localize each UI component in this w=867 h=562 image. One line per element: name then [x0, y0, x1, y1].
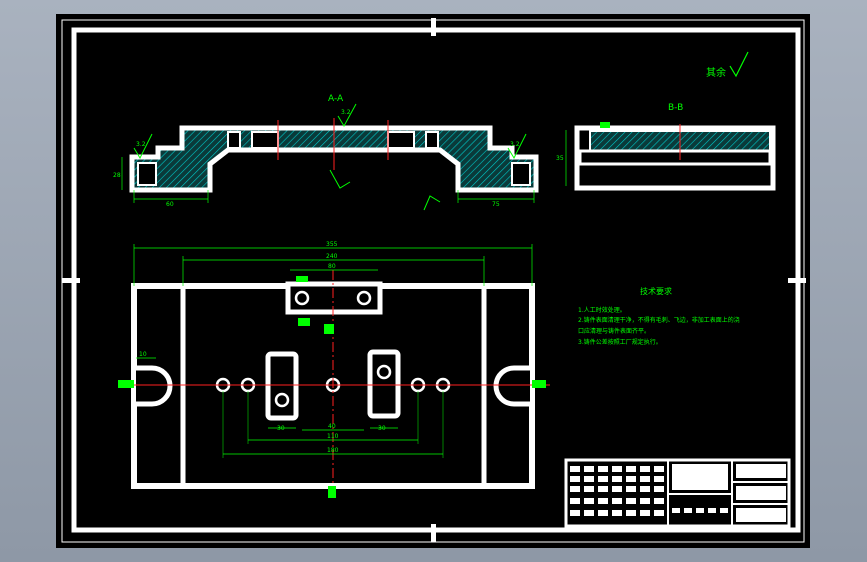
plan-left-u-slot [136, 365, 173, 407]
roughness-other-note: 其余 [706, 51, 749, 79]
aa-cut-1 [227, 131, 241, 149]
section-bb-view: B-B 35 [556, 103, 776, 191]
roughness-other-text: 其余 [706, 66, 726, 79]
roughness-symbol-left [133, 133, 153, 160]
tb-cell-a [736, 464, 786, 478]
tech-req-item-2: 2.铸件表面清理干净，不得有毛刺、飞边，非加工表面上的浇 [578, 316, 740, 324]
dim-slot-w-right: 30 [378, 425, 386, 432]
roughness-symbol-top [337, 103, 357, 128]
aa-cut-left-foot [137, 162, 157, 186]
dim-top-slot: 80 [328, 263, 336, 270]
hole-slot-left [274, 392, 290, 408]
dim-left-flange: 60 [166, 201, 174, 208]
hole-top-right [356, 290, 372, 306]
center-mark-left [62, 278, 80, 283]
dim-side-height: 28 [113, 172, 121, 179]
marker-left [118, 380, 134, 388]
section-aa-label: A-A [328, 94, 344, 104]
aa-cut-4 [425, 131, 439, 149]
tech-req-item-4: 3.铸件公差按照工厂规定执行。 [578, 338, 662, 346]
tb-name-cell [672, 464, 728, 490]
dim-notch: 10 [139, 351, 147, 358]
center-mark-bottom [431, 524, 436, 542]
aa-cut-3 [387, 131, 415, 149]
hole-top-left [294, 290, 310, 306]
plan-view: 355 240 80 10 30 30 40 110 180 [118, 241, 550, 498]
marker-top [296, 276, 308, 282]
roughness-symbol-lower [423, 195, 441, 211]
marker-right [532, 380, 546, 388]
dim-spacing-mid: 110 [327, 433, 339, 440]
plan-slot-right [367, 349, 401, 419]
title-block [564, 458, 791, 528]
tech-req-item-1: 1.人工时效处理。 [578, 306, 626, 314]
roughness-top: 3.2 [341, 109, 351, 116]
tb-cell-c [736, 508, 786, 522]
plan-right-u-slot [493, 365, 530, 407]
marker-mid-1 [298, 318, 310, 326]
center-mark-right [788, 278, 806, 283]
aa-cut-right-foot [511, 162, 531, 186]
center-mark-top [431, 18, 436, 36]
tech-req-item-3: 口应清理与铸件表面齐平。 [578, 327, 650, 335]
dim-overall: 355 [326, 241, 338, 248]
dim-right-flange: 75 [492, 201, 500, 208]
dim-spacing-large: 180 [327, 447, 339, 454]
aa-cut-2 [251, 131, 279, 149]
technical-requirements: 技术要求 1.人工时效处理。 2.铸件表面清理干净，不得有毛刺、飞边，非加工表面… [578, 286, 740, 346]
marker-bottom [328, 486, 336, 498]
tb-cell-b [736, 486, 786, 500]
roughness-other-symbol [729, 51, 749, 78]
section-aa-view: A-A 60 75 28 3.2 3.2 3.2 [113, 94, 539, 211]
tb-grid-left [570, 466, 728, 516]
section-bb-label: B-B [668, 103, 683, 113]
hole-slot-right [376, 364, 392, 380]
marker-mid-2 [324, 324, 334, 334]
plan-slot-left [265, 351, 299, 421]
dim-inner: 240 [326, 253, 338, 260]
bb-marker [600, 122, 610, 128]
dim-spacing-small: 40 [328, 423, 336, 430]
bb-web [578, 149, 772, 166]
roughness-right: 3.2 [510, 141, 520, 148]
dim-bb-height: 35 [556, 155, 564, 162]
tech-req-title: 技术要求 [640, 286, 672, 296]
roughness-symbol-mid [329, 169, 351, 189]
roughness-symbol-right [507, 133, 527, 160]
roughness-left: 3.2 [136, 141, 146, 148]
dim-slot-w-left: 30 [277, 425, 285, 432]
